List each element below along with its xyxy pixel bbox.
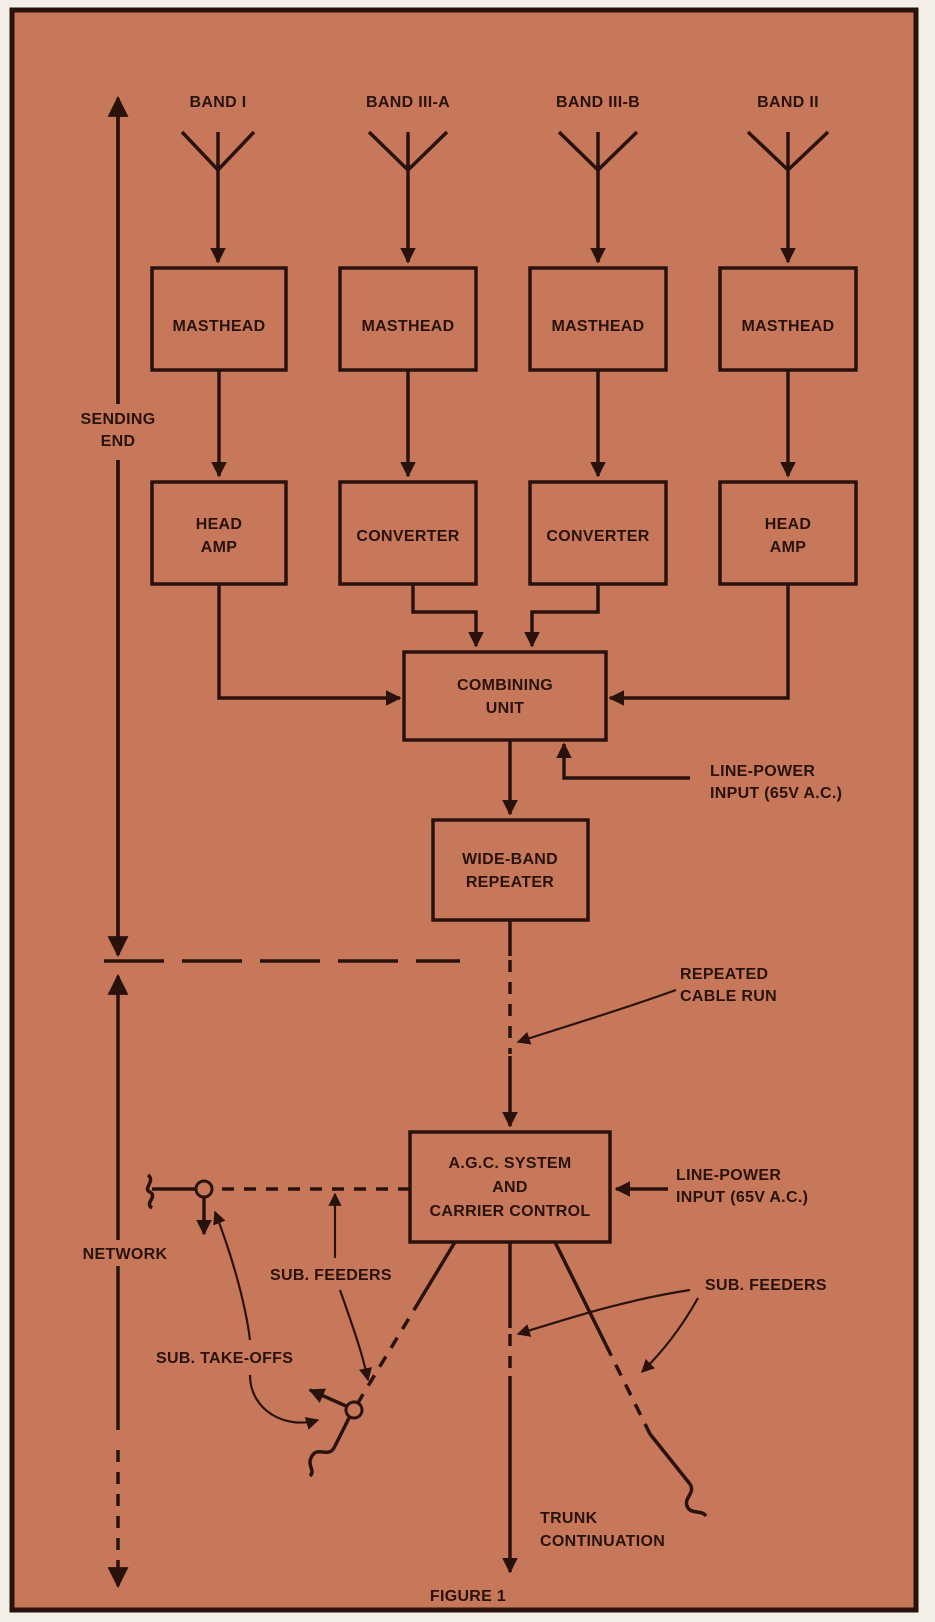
- sub-feeders-right-label: SUB. FEEDERS: [705, 1277, 827, 1294]
- masthead-label: MASTHEAD: [551, 318, 644, 335]
- head-amp-line-1: HEAD: [196, 516, 243, 533]
- antenna-band-3b: BAND III-B: [556, 94, 640, 264]
- converter-label: CONVERTER: [546, 528, 649, 545]
- agc-system-box: A.G.C. SYSTEM AND CARRIER CONTROL: [408, 1130, 612, 1244]
- converter-label: CONVERTER: [356, 528, 459, 545]
- sub-take-offs-label: SUB. TAKE-OFFS: [156, 1350, 293, 1367]
- masthead-label: MASTHEAD: [741, 318, 834, 335]
- band-1-label: BAND I: [190, 94, 247, 111]
- line-power-input-2: LINE-POWER INPUT (65V A.C.): [676, 1167, 808, 1206]
- combining-unit-line-2: UNIT: [486, 700, 525, 717]
- trunk-line-2: CONTINUATION: [540, 1533, 665, 1550]
- agc-line-1: A.G.C. SYSTEM: [448, 1155, 571, 1172]
- line-power-1-line-1: LINE-POWER: [710, 763, 815, 780]
- trunk-line-1: TRUNK: [540, 1510, 598, 1527]
- panel-border: [9, 7, 919, 1613]
- converter-box-1: CONVERTER: [338, 480, 478, 586]
- masthead-label: MASTHEAD: [361, 318, 454, 335]
- antenna-band-2: BAND II: [746, 94, 830, 264]
- figure-caption: FIGURE 1: [430, 1588, 506, 1605]
- sub-feeders-left-label: SUB. FEEDERS: [270, 1267, 392, 1284]
- repeated-cable-run-label: REPEATED CABLE RUN: [680, 966, 777, 1005]
- antenna-band-3a: BAND III-A: [366, 94, 450, 264]
- cable-end-left: [145, 1173, 155, 1210]
- sending-end-label: SENDING END: [70, 404, 166, 460]
- repeater-line-2: REPEATER: [466, 874, 554, 891]
- masthead-label: MASTHEAD: [172, 318, 265, 335]
- agc-line-3: CARRIER CONTROL: [430, 1203, 591, 1220]
- head-amp-line-2: AMP: [770, 539, 806, 556]
- wide-band-repeater-box: WIDE-BAND REPEATER: [431, 818, 590, 922]
- cable-run-line-2: CABLE RUN: [680, 988, 777, 1005]
- band-2-label: BAND II: [757, 94, 819, 111]
- sending-end-line-2: END: [101, 433, 136, 450]
- combining-unit-box: COMBINING UNIT: [402, 650, 608, 742]
- line-power-2-line-1: LINE-POWER: [676, 1167, 781, 1184]
- trunk-continuation-label: TRUNK CONTINUATION: [540, 1510, 665, 1550]
- head-amp-line-1: HEAD: [765, 516, 812, 533]
- line-power-1-line-2: INPUT (65V A.C.): [710, 785, 842, 802]
- cable-run-line-1: REPEATED: [680, 966, 768, 983]
- line-power-input-1: LINE-POWER INPUT (65V A.C.): [710, 763, 842, 802]
- combining-unit-line-1: COMBINING: [457, 677, 553, 694]
- head-amp-line-2: AMP: [201, 539, 237, 556]
- repeater-line-1: WIDE-BAND: [462, 851, 558, 868]
- band-3b-label: BAND III-B: [556, 94, 640, 111]
- line-power-2-line-2: INPUT (65V A.C.): [676, 1189, 808, 1206]
- antenna-band-1: BAND I: [180, 94, 256, 264]
- network-label: NETWORK: [70, 1240, 174, 1266]
- take-off-node-bottom: [344, 1400, 364, 1420]
- sending-end-line-1: SENDING: [81, 411, 156, 428]
- band-3a-label: BAND III-A: [366, 94, 450, 111]
- network-text: NETWORK: [83, 1246, 168, 1263]
- cable-end-bottom-right: [684, 1483, 708, 1518]
- panel-background: [12, 10, 916, 1610]
- agc-line-2: AND: [492, 1179, 528, 1196]
- cable-end-bottom-left: [308, 1446, 336, 1478]
